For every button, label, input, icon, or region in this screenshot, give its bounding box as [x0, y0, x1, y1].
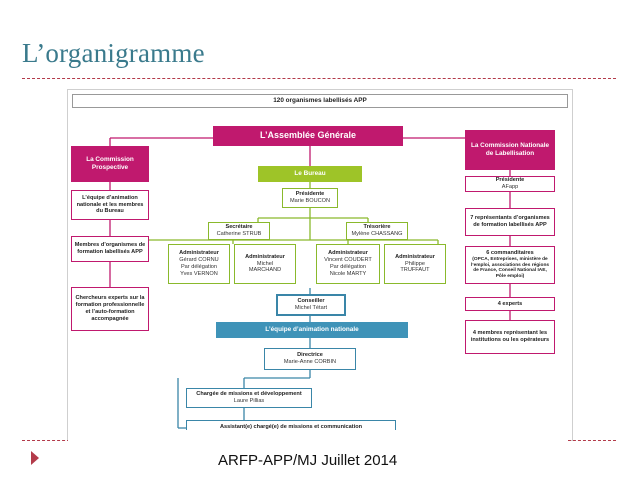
- bureau-admin-1-box: Administrateur Gérard CORNU Par délégati…: [168, 244, 230, 284]
- admin-1-title: Administrateur: [179, 250, 219, 257]
- labellisation-president-name: AFapp: [501, 184, 519, 190]
- bureau-header: Le Bureau: [258, 166, 362, 182]
- admin-3-title: Administrateur: [328, 250, 368, 257]
- labellisation-president-box: Présidente AFapp: [465, 176, 555, 192]
- sponsors-title: 6 commanditaires: [486, 249, 534, 256]
- mission-officer-title: Chargée de missions et développement: [196, 391, 302, 398]
- bullet-arrow-icon: [31, 451, 39, 465]
- prospective-commission-header: La Commission Prospective: [71, 146, 149, 182]
- mission-officer-name: Laure Pillias: [233, 398, 265, 404]
- slide-title: L’organigramme: [22, 38, 205, 68]
- admin-2-title: Administrateur: [245, 253, 285, 260]
- labellisation-experts-box: 4 experts: [465, 297, 555, 311]
- bureau-treasurer-box: Trésorière Mylène CHASSANG: [346, 222, 408, 240]
- prospective-experts-box: Chercheurs experts sur la formation prof…: [71, 287, 149, 331]
- organisms-banner: 120 organismes labellisés APP: [72, 94, 568, 108]
- labellisation-institutions-box: 4 membres représentant les institutions …: [465, 320, 555, 354]
- top-divider: [22, 78, 616, 79]
- bureau-president-box: Présidente Marie BOUCON: [282, 188, 338, 208]
- prospective-members-box: Membres d’organismes de formation labell…: [71, 236, 149, 262]
- director-box: Directrice Marie-Anne CORBIN: [264, 348, 356, 370]
- admin-2-body: Michel MARCHAND: [248, 260, 282, 274]
- admin-3-body: Vincent COUDERT Par délégation Nicole MA…: [324, 257, 372, 277]
- bureau-treasurer-name: Mylène CHASSANG: [351, 231, 403, 237]
- bureau-admin-2-box: Administrateur Michel MARCHAND: [234, 244, 296, 284]
- slide-footer: ARFP-APP/MJ Juillet 2014: [218, 452, 398, 469]
- assembly-header: L’Assemblée Générale: [213, 126, 403, 146]
- labellisation-commission-header: La Commission Nationale de Labellisation: [465, 130, 555, 170]
- director-title: Directrice: [297, 352, 323, 359]
- mission-officer-box: Chargée de missions et développement Lau…: [186, 388, 312, 408]
- bureau-president-title: Présidente: [295, 191, 325, 198]
- national-team-header: L’équipe d’animation nationale: [216, 322, 408, 338]
- bureau-admin-3-box: Administrateur Vincent COUDERT Par délég…: [316, 244, 380, 284]
- prospective-team-box: L’équipe d’animation nationale et les me…: [71, 190, 149, 220]
- labellisation-representatives-box: 7 représentants d’organismes de formatio…: [465, 208, 555, 236]
- advisor-title: Conseiller: [297, 298, 325, 305]
- bureau-admin-4-box: Administrateur Philippe TRUFFAUT: [384, 244, 446, 284]
- bureau-secretary-title: Secrétaire: [225, 224, 253, 231]
- director-name: Marie-Anne CORBIN: [283, 359, 337, 365]
- admin-4-body: Philippe TRUFFAUT: [400, 260, 430, 274]
- org-chart: 120 organismes labellisés APP L’Assemblé…: [67, 89, 573, 441]
- connector-lines: [109, 132, 529, 429]
- labellisation-sponsors-box: 6 commanditaires (OPCA, Entreprises, min…: [465, 246, 555, 284]
- sponsors-body: (OPCA, Entreprises, ministère de l’emplo…: [470, 256, 550, 280]
- bureau-secretary-name: Catherine STRUB: [216, 231, 262, 237]
- admin-4-title: Administrateur: [395, 253, 435, 260]
- bureau-treasurer-title: Trésorière: [363, 224, 391, 231]
- labellisation-president-title: Présidente: [495, 177, 525, 184]
- advisor-box: Conseiller Michel Tétart: [276, 294, 346, 316]
- advisor-name: Michel Tétart: [294, 305, 328, 311]
- admin-1-body: Gérard CORNU Par délégation Yves VERNON: [179, 257, 219, 277]
- bureau-president-name: Marie BOUCON: [289, 198, 331, 204]
- bureau-secretary-box: Secrétaire Catherine STRUB: [208, 222, 270, 240]
